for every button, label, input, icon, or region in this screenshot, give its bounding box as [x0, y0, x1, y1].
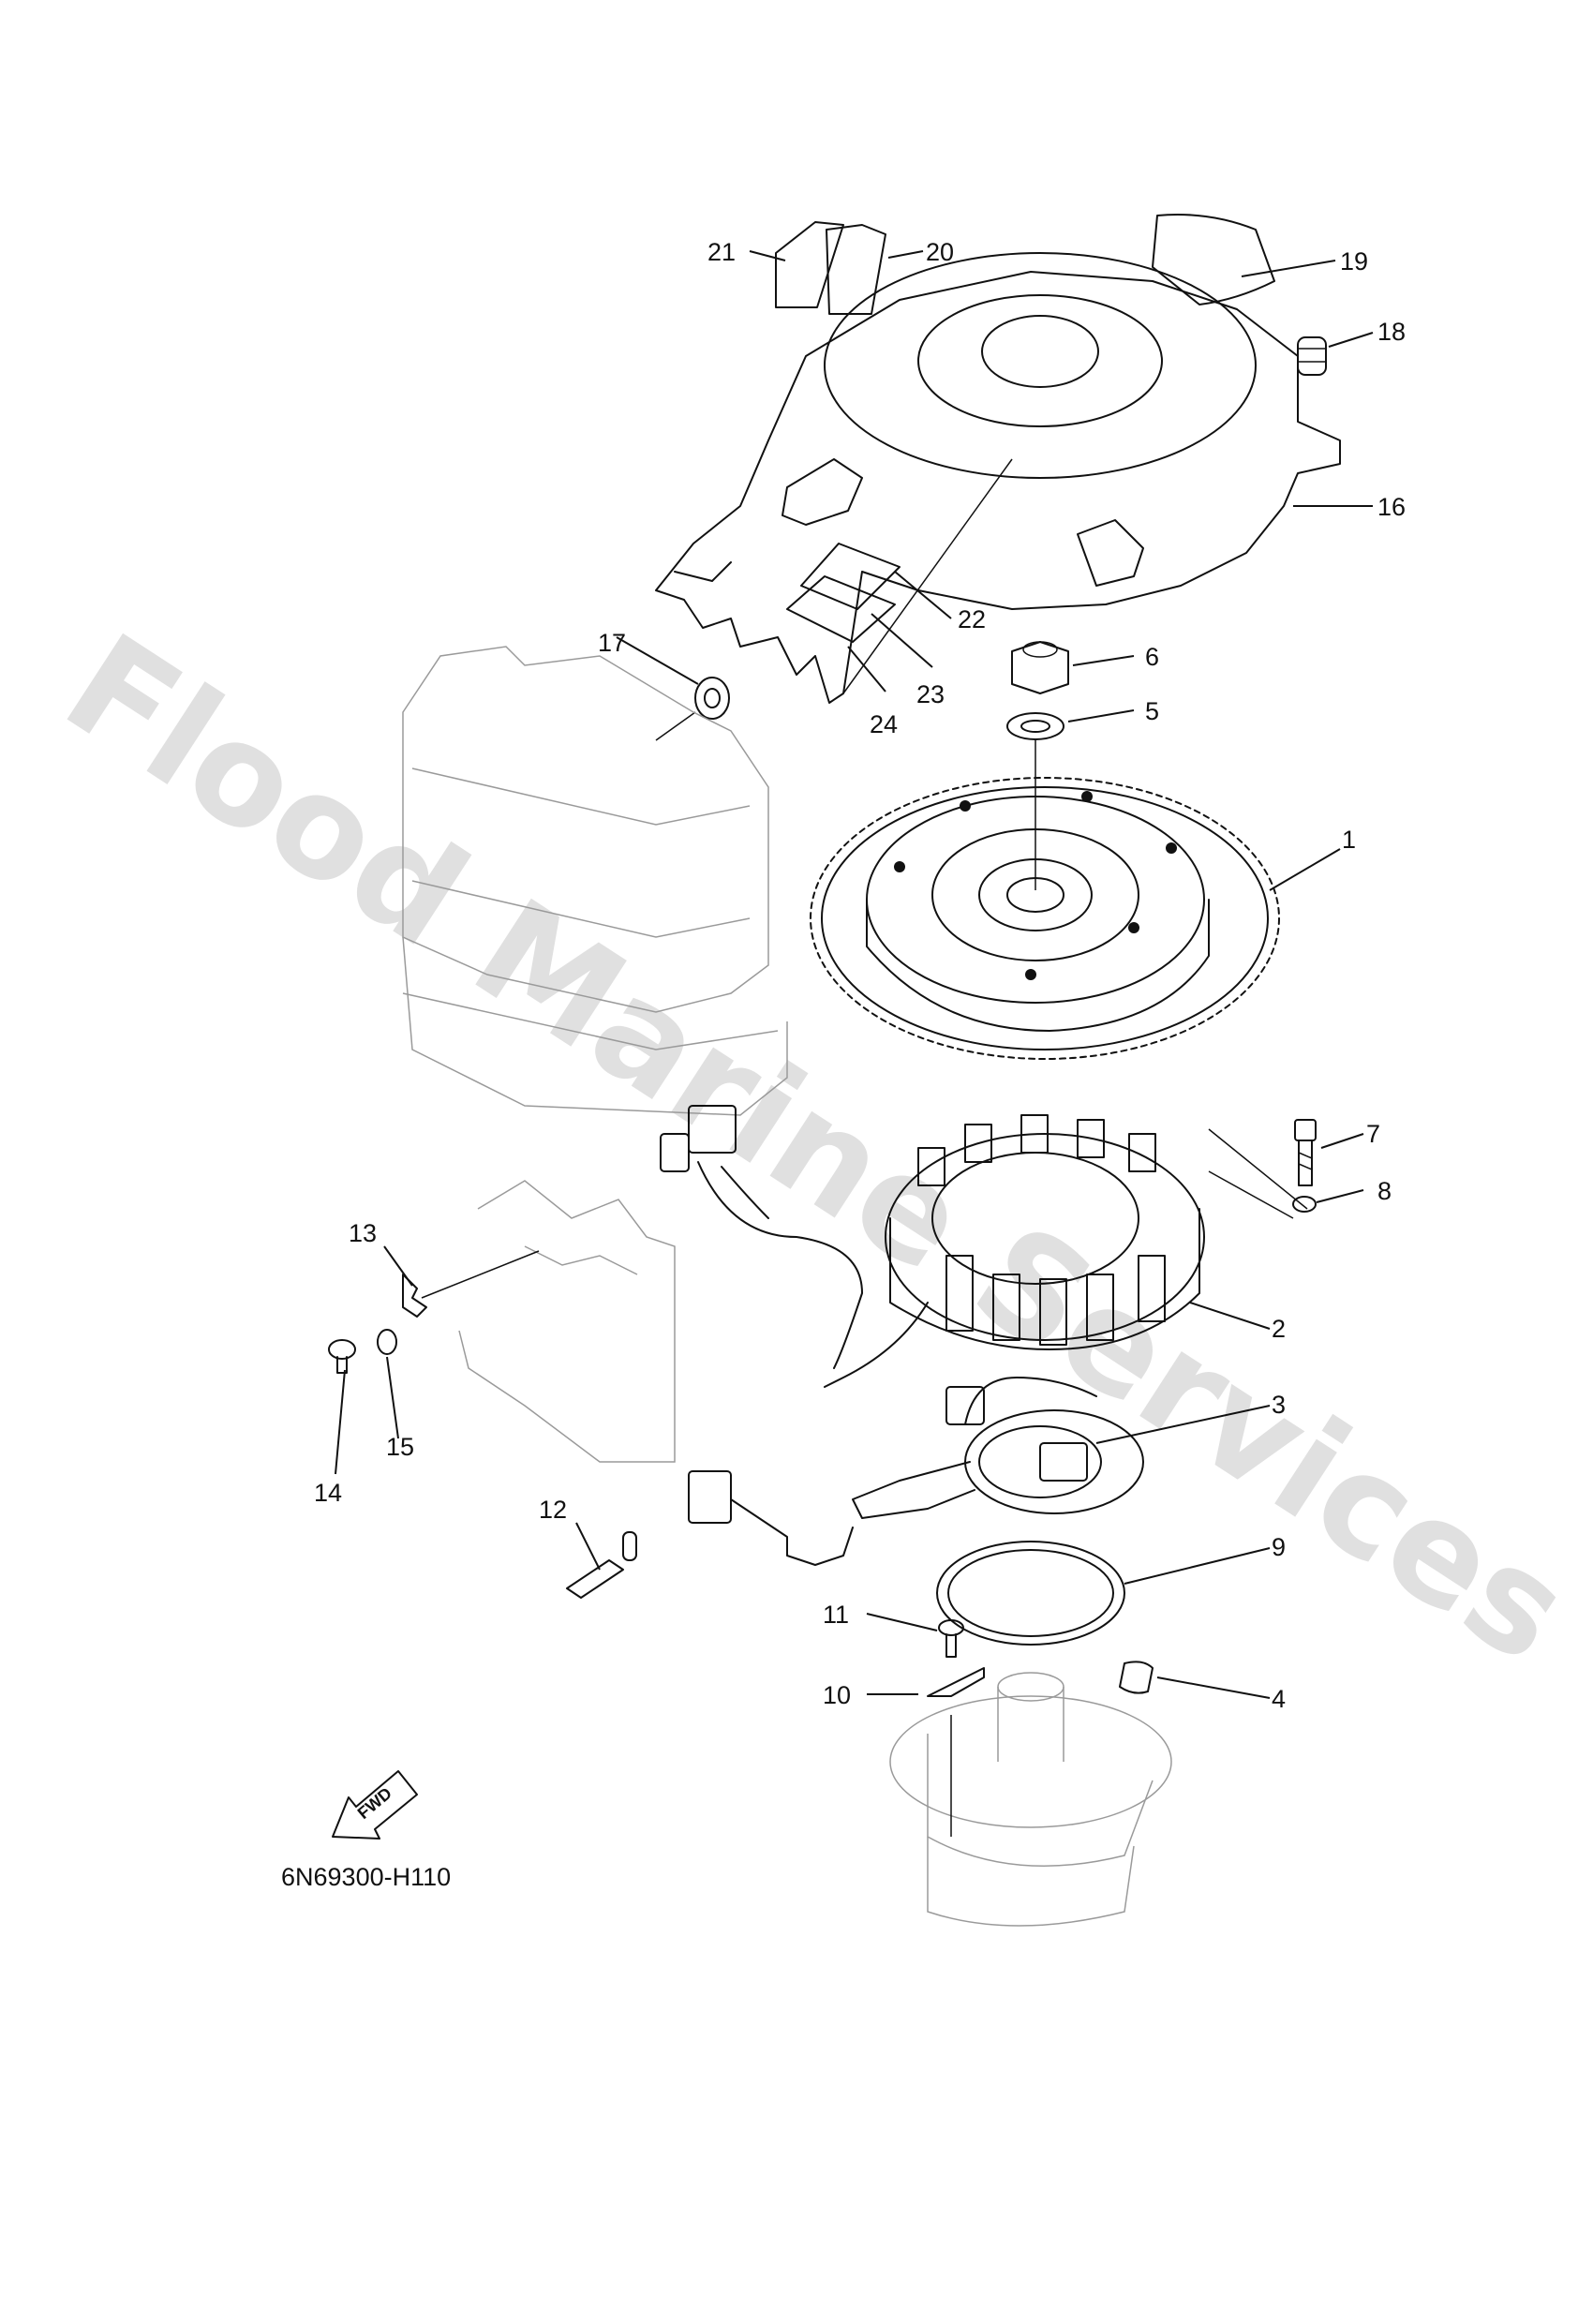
screw-11: [938, 1619, 964, 1658]
part-label-8: 8: [1377, 1177, 1392, 1205]
decal-group: [775, 214, 1275, 643]
washer-15: [377, 1329, 397, 1355]
part-label-22: 22: [958, 605, 986, 633]
part-label-24: 24: [870, 710, 898, 738]
wiring-harness: [660, 1105, 863, 1369]
clamp-10: [927, 1667, 985, 1697]
part-label-20: 20: [926, 238, 954, 266]
part-label-12: 12: [539, 1496, 567, 1524]
part-label-7: 7: [1366, 1120, 1380, 1148]
part-label-16: 16: [1377, 493, 1406, 521]
part-label-10: 10: [823, 1681, 851, 1709]
fwd-arrow-icon: FWD: [332, 1770, 418, 1840]
screw-14: [328, 1339, 356, 1374]
part-label-1: 1: [1342, 826, 1356, 854]
flywheel-1: [810, 777, 1280, 1060]
part-label-14: 14: [314, 1479, 342, 1507]
pulser-coil-3: [852, 1377, 1144, 1519]
washer-8: [1292, 1196, 1317, 1213]
part-label-23: 23: [916, 680, 945, 708]
part-label-4: 4: [1272, 1685, 1286, 1713]
connector-3: [688, 1470, 854, 1566]
stator-2: [824, 1114, 1205, 1388]
bracket-13: [402, 1250, 540, 1318]
nut-6: [1011, 641, 1069, 694]
key-4: [1119, 1661, 1154, 1694]
part-label-21: 21: [707, 238, 736, 266]
part-label-6: 6: [1145, 643, 1159, 671]
leader-lines: [335, 250, 1374, 1699]
crankcase-ghost: [889, 1672, 1172, 1927]
ring-9: [936, 1541, 1125, 1646]
drawing-code: 6N69300-H110: [281, 1863, 451, 1891]
bolt-7: [1294, 1119, 1317, 1186]
flywheel-cover: [655, 252, 1341, 704]
part-label-5: 5: [1145, 697, 1159, 725]
part-label-17: 17: [598, 629, 626, 657]
washer-5: [1006, 712, 1064, 740]
part-label-19: 19: [1340, 247, 1368, 276]
part-label-18: 18: [1377, 318, 1406, 346]
part-label-15: 15: [386, 1433, 414, 1461]
part-label-2: 2: [1272, 1315, 1286, 1343]
engine-block-ghost: [402, 646, 788, 1463]
grommet-17: [655, 677, 730, 741]
part-labels: 1 2 3 4 5 6 7 8 9 10 11 12 13 14 15 16 1…: [314, 238, 1406, 1713]
part-label-3: 3: [1272, 1391, 1286, 1419]
part-label-13: 13: [349, 1219, 377, 1247]
watermark: Flood Marine Services: [37, 603, 1578, 1694]
part-label-11: 11: [823, 1601, 849, 1629]
part-label-9: 9: [1272, 1533, 1286, 1561]
pin-12: [566, 1531, 637, 1599]
grommet-18: [1297, 336, 1327, 376]
